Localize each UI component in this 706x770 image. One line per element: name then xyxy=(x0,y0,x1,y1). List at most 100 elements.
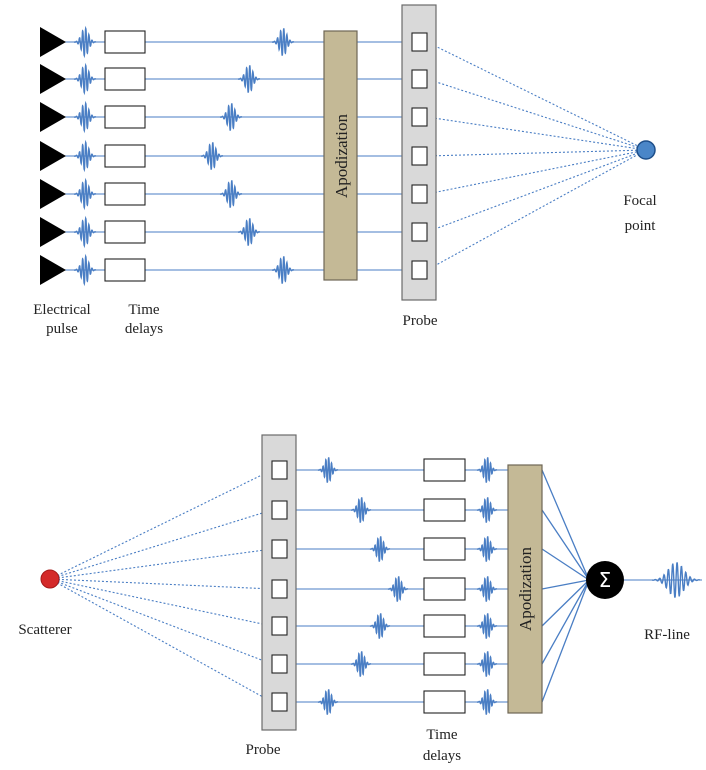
receive-delay-boxes xyxy=(423,458,466,714)
transmit-delay-box-2 xyxy=(104,67,146,91)
receive-wave-packets xyxy=(317,457,701,715)
receive-probe-element-4 xyxy=(271,579,288,599)
receive-delay-box-6 xyxy=(423,652,466,676)
receive-aligned-wave-4 xyxy=(476,576,498,602)
transmit-fan-line-6 xyxy=(426,149,647,233)
receive-probe-element-3 xyxy=(271,539,288,559)
receive-sum-line-4 xyxy=(541,579,590,590)
transmit-delayed-wave-1 xyxy=(271,28,295,56)
receive-delay-box-4 xyxy=(423,577,466,601)
transmit-focus-fan xyxy=(426,41,647,271)
receive-time-delays-label-line1: Time xyxy=(426,727,457,743)
transmit-fan-line-2 xyxy=(426,78,647,151)
receive-delay-box-3 xyxy=(423,537,466,561)
transmit-apodization-block xyxy=(323,30,358,281)
receive-aligned-wave-3 xyxy=(476,536,498,562)
transmit-diagram: Apodization Electrical pulse Time delays… xyxy=(33,4,657,337)
receive-fan-line-5 xyxy=(49,578,273,627)
receive-incoming-wave-4 xyxy=(387,576,409,602)
transmit-probe-element-6 xyxy=(411,222,428,242)
transmit-probe-element-2 xyxy=(411,69,428,89)
receive-delay-box-1 xyxy=(423,458,466,482)
receive-signal-lines xyxy=(287,469,702,703)
pulse-triangle-icon xyxy=(40,179,66,209)
transmit-probe-element-7 xyxy=(411,260,428,280)
pulse-triangle-icon xyxy=(40,217,66,247)
receive-sum-line-3 xyxy=(541,548,590,581)
receive-probe-element-1 xyxy=(271,460,288,480)
transmit-probe-elements xyxy=(411,32,428,280)
transmit-delay-boxes xyxy=(104,30,146,282)
receive-sum-line-5 xyxy=(541,579,590,627)
receive-diagram: Apodization Σ Scatterer Probe Time delay… xyxy=(18,434,702,764)
receive-probe-elements xyxy=(271,460,288,712)
electrical-pulse-label-line1: Electrical xyxy=(33,302,90,318)
transmit-delay-box-5 xyxy=(104,182,146,206)
receive-aligned-wave-2 xyxy=(476,497,498,523)
receive-incoming-wave-3 xyxy=(369,536,391,562)
transmit-fan-line-3 xyxy=(426,116,647,151)
receive-incoming-wave-1 xyxy=(317,457,339,483)
receive-sum-line-6 xyxy=(541,579,590,665)
transmit-apodization-label: Apodization xyxy=(332,113,351,198)
transmit-source-wave-1 xyxy=(73,25,97,59)
receive-fan-line-2 xyxy=(49,509,273,580)
transmit-delay-box-1 xyxy=(104,30,146,54)
transmit-delay-box-3 xyxy=(104,105,146,129)
receive-sum-line-1 xyxy=(541,469,590,581)
transmit-delayed-wave-6 xyxy=(237,218,261,246)
receive-aligned-wave-7 xyxy=(476,689,498,715)
transmit-probe-element-5 xyxy=(411,184,428,204)
pulse-triangle-icon xyxy=(40,141,66,171)
receive-scatter-fan xyxy=(49,469,273,703)
pulse-triangle-icon xyxy=(40,27,66,57)
transmit-probe-label: Probe xyxy=(403,313,438,329)
receive-aligned-wave-1 xyxy=(476,457,498,483)
transmit-fan-line-4 xyxy=(426,149,647,157)
scatterer-marker xyxy=(40,569,60,589)
pulse-triangle-icon xyxy=(40,102,66,132)
focal-point-label-line2: point xyxy=(625,218,657,234)
sum-node xyxy=(586,561,624,599)
transmit-probe-element-1 xyxy=(411,32,428,52)
transmit-source-wave-3 xyxy=(73,100,97,134)
receive-probe-label: Probe xyxy=(246,742,281,758)
receive-delay-box-7 xyxy=(423,690,466,714)
receive-incoming-wave-2 xyxy=(350,497,372,523)
transmit-delayed-wave-3 xyxy=(219,103,243,131)
transmit-fan-line-1 xyxy=(426,41,647,151)
receive-fan-line-7 xyxy=(49,578,273,703)
receive-incoming-wave-5 xyxy=(369,613,391,639)
transmit-delay-box-7 xyxy=(104,258,146,282)
transmit-delayed-wave-5 xyxy=(219,180,243,208)
receive-apodization-block xyxy=(507,464,543,714)
scatterer-label: Scatterer xyxy=(18,622,71,638)
transmit-time-delays-label-line1: Time xyxy=(128,302,159,318)
transmit-source-wave-2 xyxy=(73,62,97,96)
receive-delay-box-2 xyxy=(423,498,466,522)
transmit-probe-element-4 xyxy=(411,146,428,166)
transmit-delayed-wave-4 xyxy=(200,142,224,170)
receive-sum-lines xyxy=(541,469,590,703)
electrical-pulse-label-line2: pulse xyxy=(46,321,78,337)
receive-probe-element-5 xyxy=(271,616,288,636)
receive-sum-line-7 xyxy=(541,579,590,703)
receive-time-delays-label-line2: delays xyxy=(423,748,461,764)
focal-point-marker xyxy=(636,140,656,160)
transmit-delay-box-6 xyxy=(104,220,146,244)
transmit-time-delays-label-line2: delays xyxy=(125,321,163,337)
receive-aligned-wave-5 xyxy=(476,613,498,639)
transmit-delayed-wave-7 xyxy=(271,256,295,284)
receive-probe-element-2 xyxy=(271,500,288,520)
receive-incoming-wave-7 xyxy=(317,689,339,715)
rf-line-wave xyxy=(651,562,701,598)
rf-line-label: RF-line xyxy=(644,627,690,643)
receive-apodization-label: Apodization xyxy=(516,546,535,631)
transmit-delay-box-4 xyxy=(104,144,146,168)
pulse-triangle-icon xyxy=(40,64,66,94)
receive-probe-element-7 xyxy=(271,692,288,712)
receive-sum-line-2 xyxy=(541,509,590,581)
transmit-source-wave-4 xyxy=(73,139,97,173)
transmit-delayed-wave-2 xyxy=(237,65,261,93)
